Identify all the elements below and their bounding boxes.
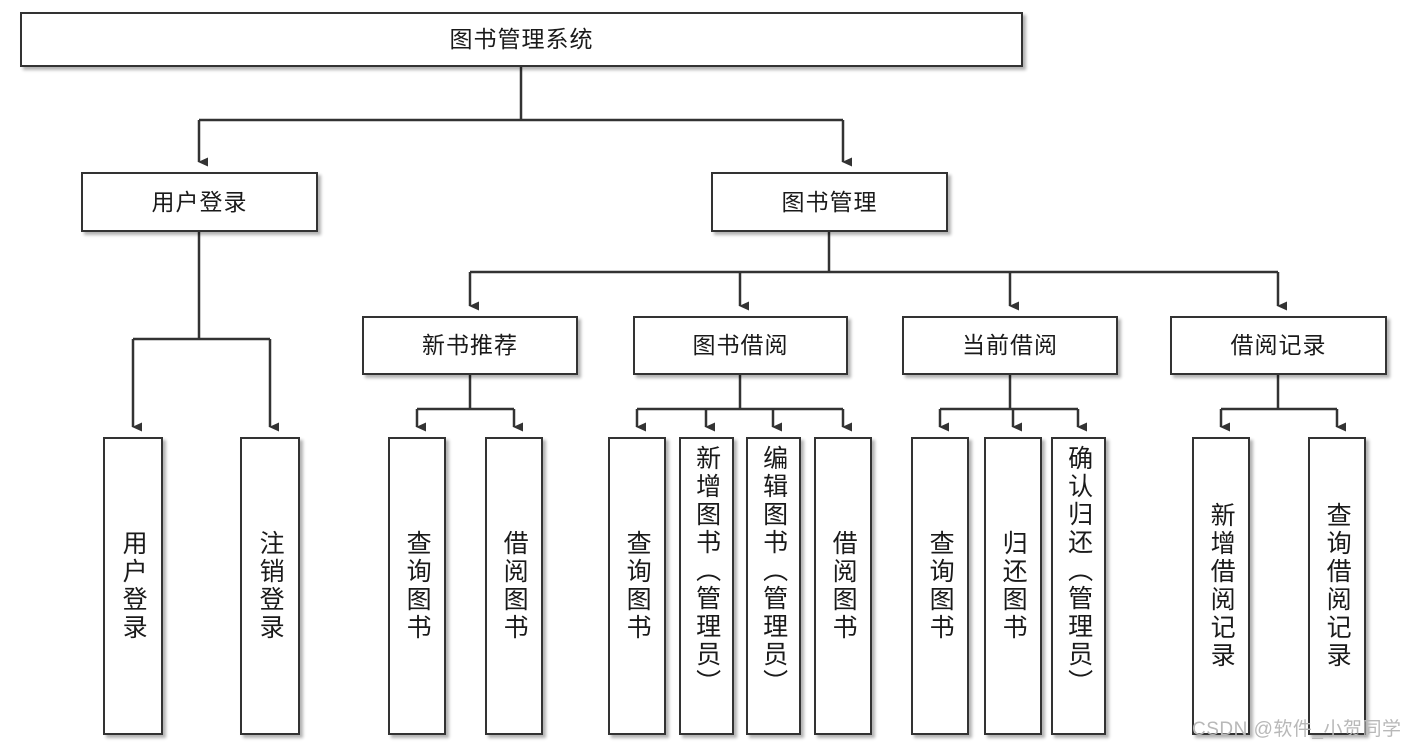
node-label: 归还图书: [999, 530, 1028, 642]
leaf-return-book[interactable]: 归还图书: [984, 437, 1042, 735]
node-label: 当前借阅: [962, 332, 1058, 359]
node-label: 查询图书: [403, 530, 432, 642]
node-label: 借阅图书: [829, 530, 858, 642]
node-user-login[interactable]: 用户登录: [81, 172, 318, 232]
node-label: 用户登录: [151, 188, 248, 215]
node-root[interactable]: 图书管理系统: [20, 12, 1023, 67]
node-current-borrow[interactable]: 当前借阅: [902, 316, 1118, 375]
node-label: 图书借阅: [692, 332, 789, 359]
leaf-user-login[interactable]: 用户登录: [103, 437, 163, 735]
node-label: 图书管理系统: [449, 26, 594, 53]
node-label: 新增图书（管理员）: [692, 445, 721, 697]
leaf-confirm-return-admin[interactable]: 确认归还（管理员）: [1051, 437, 1106, 735]
leaf-borrow-book[interactable]: 借阅图书: [814, 437, 872, 735]
node-label: 编辑图书（管理员）: [759, 445, 788, 697]
leaf-logout[interactable]: 注销登录: [240, 437, 300, 735]
leaf-edit-book-admin[interactable]: 编辑图书（管理员）: [746, 437, 801, 735]
node-label: 借阅图书: [500, 530, 529, 642]
node-label: 查询图书: [623, 530, 652, 642]
leaf-borrow-book-recommend[interactable]: 借阅图书: [485, 437, 543, 735]
node-label: 用户登录: [119, 530, 148, 642]
node-book-borrow[interactable]: 图书借阅: [633, 316, 848, 375]
node-label: 借阅记录: [1230, 332, 1327, 359]
leaf-query-book-current[interactable]: 查询图书: [911, 437, 969, 735]
leaf-query-book-recommend[interactable]: 查询图书: [388, 437, 446, 735]
node-new-book-recommend[interactable]: 新书推荐: [362, 316, 578, 375]
node-label: 新书推荐: [422, 332, 518, 359]
watermark: CSDN @软件_小贺同学: [1192, 719, 1402, 740]
node-label: 查询图书: [926, 530, 955, 642]
node-label: 查询借阅记录: [1323, 502, 1352, 670]
node-label: 确认归还（管理员）: [1064, 445, 1093, 697]
leaf-query-book-borrow[interactable]: 查询图书: [608, 437, 666, 735]
leaf-add-borrow-record[interactable]: 新增借阅记录: [1192, 437, 1250, 735]
node-label: 注销登录: [256, 530, 285, 642]
leaf-query-borrow-record[interactable]: 查询借阅记录: [1308, 437, 1366, 735]
node-borrow-records[interactable]: 借阅记录: [1170, 316, 1387, 375]
node-book-management[interactable]: 图书管理: [711, 172, 948, 232]
leaf-add-book-admin[interactable]: 新增图书（管理员）: [679, 437, 734, 735]
node-label: 新增借阅记录: [1207, 502, 1236, 670]
node-label: 图书管理: [781, 188, 878, 215]
